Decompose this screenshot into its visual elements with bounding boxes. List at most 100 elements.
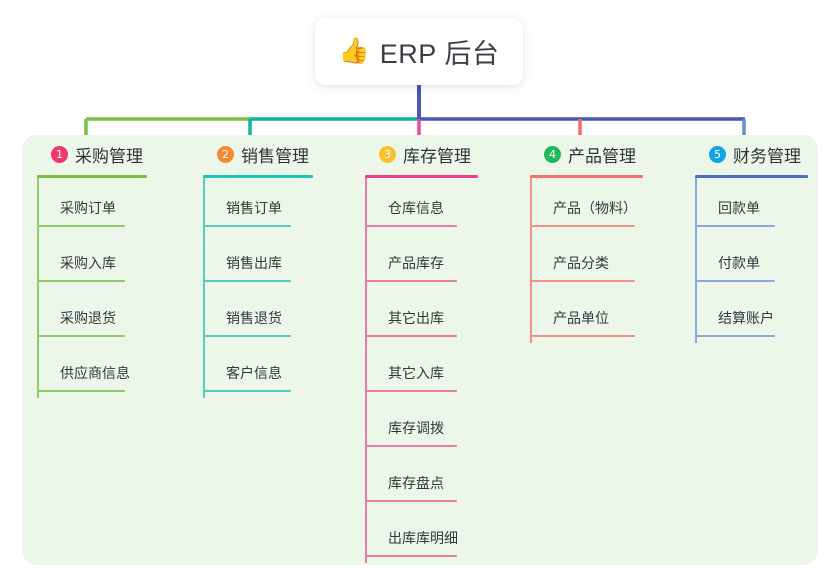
tree-item-rule [365,225,457,227]
tree-item-label: 其它出库 [388,310,444,326]
tree-item-label: 库存盘点 [388,475,444,491]
column-badge-icon-1: 1 [51,145,68,163]
column-spine-3 [365,178,367,563]
tree-item-rule [203,225,291,227]
column-title-3: 库存管理 [403,146,471,166]
column-items-4: 产品（物料） 产品分类产品单位 [530,178,643,343]
column-4: 4 产品管理产品（物料） 产品分类产品单位 [530,142,643,343]
tree-item-rule [365,555,457,557]
tree-item-rule [695,225,775,227]
column-spine-4 [530,178,532,343]
tree-item-label: 出库库明细 [388,530,458,546]
column-badge-icon-5: 5 [709,145,726,163]
column-2: 2 销售管理销售订单销售出库销售退货客户信息 [203,142,313,398]
column-rule-4 [530,175,643,178]
column-badge-icon-4: 4 [544,145,561,163]
column-header-2[interactable]: 2 销售管理 [203,142,313,166]
tree-item-label: 销售退货 [226,310,282,326]
column-header-3[interactable]: 3 库存管理 [365,142,478,166]
tree-item[interactable]: 采购订单 [37,178,147,233]
column-title-4: 产品管理 [568,146,636,166]
tree-item-label: 库存调拨 [388,420,444,436]
tree-item[interactable]: 产品（物料） [530,178,643,233]
column-3: 3 库存管理仓库信息产品库存其它出库其它入库库存调拨库存盘点出库库明细 [365,142,478,563]
tree-item-label: 销售订单 [226,200,282,216]
tree-item[interactable]: 其它入库 [365,343,478,398]
tree-item[interactable]: 采购退货 [37,288,147,343]
column-spine-1 [37,178,39,398]
tree-item[interactable]: 出库库明细 [365,508,478,563]
tree-item-label: 其它入库 [388,365,444,381]
column-spine-5 [695,178,697,343]
tree-item-rule [365,280,457,282]
tree-item[interactable]: 回款单 [695,178,808,233]
column-spine-2 [203,178,205,398]
tree-item-label: 仓库信息 [388,200,444,216]
tree-item-label: 产品分类 [553,255,609,271]
tree-item-rule [37,335,125,337]
tree-item[interactable]: 销售退货 [203,288,313,343]
tree-item-rule [365,335,457,337]
tree-item[interactable]: 产品单位 [530,288,643,343]
tree-item-rule [530,280,635,282]
tree-item[interactable]: 库存调拨 [365,398,478,453]
column-rule-1 [37,175,147,178]
tree-item-rule [365,445,457,447]
thumbs-up-icon: 👍 [338,37,370,65]
tree-item-label: 销售出库 [226,255,282,271]
tree-item-rule [37,390,125,392]
tree-item-rule [203,280,291,282]
root-node-label: ERP 后台 [379,39,500,69]
tree-item-label: 采购退货 [60,310,116,326]
tree-item[interactable]: 其它出库 [365,288,478,343]
tree-item-label: 结算账户 [718,310,774,326]
tree-item[interactable]: 产品分类 [530,233,643,288]
column-badge-icon-2: 2 [217,145,234,163]
tree-item[interactable]: 销售订单 [203,178,313,233]
tree-item[interactable]: 客户信息 [203,343,313,398]
column-title-5: 财务管理 [733,146,801,166]
tree-item-label: 回款单 [718,200,760,216]
column-items-5: 回款单付款单结算账户 [695,178,808,343]
tree-item-rule [203,335,291,337]
column-header-5[interactable]: 5 财务管理 [695,142,808,166]
tree-item-label: 客户信息 [226,365,282,381]
tree-item[interactable]: 仓库信息 [365,178,478,233]
tree-item[interactable]: 销售出库 [203,233,313,288]
tree-item-rule [695,335,775,337]
column-items-2: 销售订单销售出库销售退货客户信息 [203,178,313,398]
tree-item[interactable]: 供应商信息 [37,343,147,398]
tree-item-rule [695,280,775,282]
tree-item[interactable]: 采购入库 [37,233,147,288]
column-rule-3 [365,175,478,178]
tree-item-label: 供应商信息 [60,365,130,381]
column-5: 5 财务管理回款单付款单结算账户 [695,142,808,343]
tree-item-label: 产品单位 [553,310,609,326]
tree-item[interactable]: 付款单 [695,233,808,288]
tree-item-label: 产品（物料） [553,200,637,216]
tree-item-label: 采购入库 [60,255,116,271]
tree-item-rule [203,390,291,392]
root-node[interactable]: 👍 ERP 后台 [315,18,523,85]
column-header-4[interactable]: 4 产品管理 [530,142,643,166]
tree-item-rule [530,335,635,337]
tree-item-rule [365,500,457,502]
tree-item-rule [37,280,125,282]
column-rule-5 [695,175,808,178]
tree-item[interactable]: 库存盘点 [365,453,478,508]
column-items-1: 采购订单采购入库采购退货供应商信息 [37,178,147,398]
content-panel [22,135,818,565]
tree-item[interactable]: 产品库存 [365,233,478,288]
column-items-3: 仓库信息产品库存其它出库其它入库库存调拨库存盘点出库库明细 [365,178,478,563]
tree-item-rule [365,390,457,392]
tree-item-label: 采购订单 [60,200,116,216]
tree-item[interactable]: 结算账户 [695,288,808,343]
column-rule-2 [203,175,313,178]
tree-item-rule [37,225,125,227]
column-title-2: 销售管理 [241,146,309,166]
tree-item-rule [530,225,635,227]
column-badge-icon-3: 3 [379,145,396,163]
